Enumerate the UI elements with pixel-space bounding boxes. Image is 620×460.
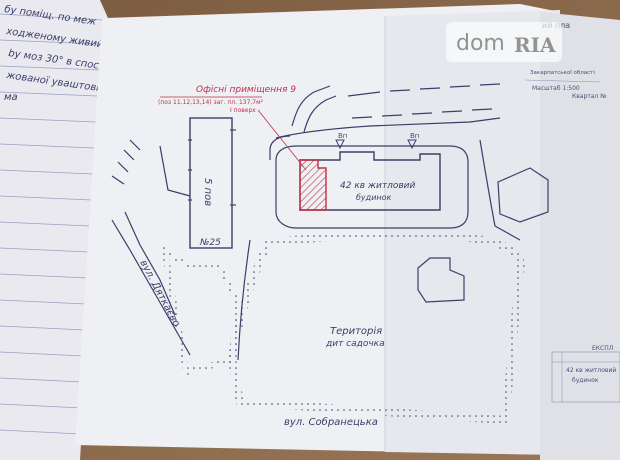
callout-floor: І поверх	[230, 107, 256, 114]
building-floors-label: 5 пов	[202, 178, 213, 206]
street-bottom-label: вул. Собранецька	[284, 416, 378, 428]
stamp-explication-label: ЕКСПЛ	[592, 345, 613, 352]
dotted-zone-left	[160, 241, 240, 376]
building-number-label: №25	[199, 238, 221, 248]
kindergarten-territory-outline	[227, 231, 525, 425]
explication-stamp: ЕКСПЛ 42 кв житловий будинок	[551, 345, 620, 403]
building-42-apartments: 42 кв житловий будинок Вп Вп	[275, 132, 469, 229]
building-5-floors: 5 пов №25	[188, 117, 236, 249]
stamp-explication-text-1: 42 кв житловий	[566, 367, 616, 374]
stamp-explication-text-2: будинок	[572, 377, 599, 384]
building-42-label-1: 42 кв житловий	[340, 181, 416, 191]
callout-title: Офісні приміщення 9	[196, 85, 296, 95]
stamp-sheet: Квартал №	[572, 93, 606, 100]
territory-label-2: дит садочка	[325, 339, 385, 349]
territory-label-1: Територія	[330, 325, 382, 337]
callout-area: (поз 11,12,13,14) заг. пл. 137,7м²	[158, 99, 264, 106]
office-premises-hatch	[299, 159, 327, 211]
building-42-label-2: будинок	[356, 193, 392, 202]
entrance-label-1: Вп	[338, 132, 347, 140]
entrance-label-2: Вп	[410, 132, 419, 140]
stamp-region: Закарпатської області	[530, 70, 595, 76]
watermark-brand-2: RIA	[514, 33, 556, 57]
note-line-5: ма	[4, 92, 18, 103]
small-buildings	[417, 167, 549, 303]
watermark-brand: dom	[456, 31, 505, 56]
left-page: бу поміщ. по меж ходженому живий пр- by …	[0, 0, 140, 460]
roads	[111, 83, 521, 361]
dom-ria-watermark: dom RIA	[446, 22, 562, 62]
stamp-scale: Масштаб 1:500	[532, 85, 580, 92]
office-callout: Офісні приміщення 9 (поз 11,12,13,14) за…	[158, 85, 307, 171]
